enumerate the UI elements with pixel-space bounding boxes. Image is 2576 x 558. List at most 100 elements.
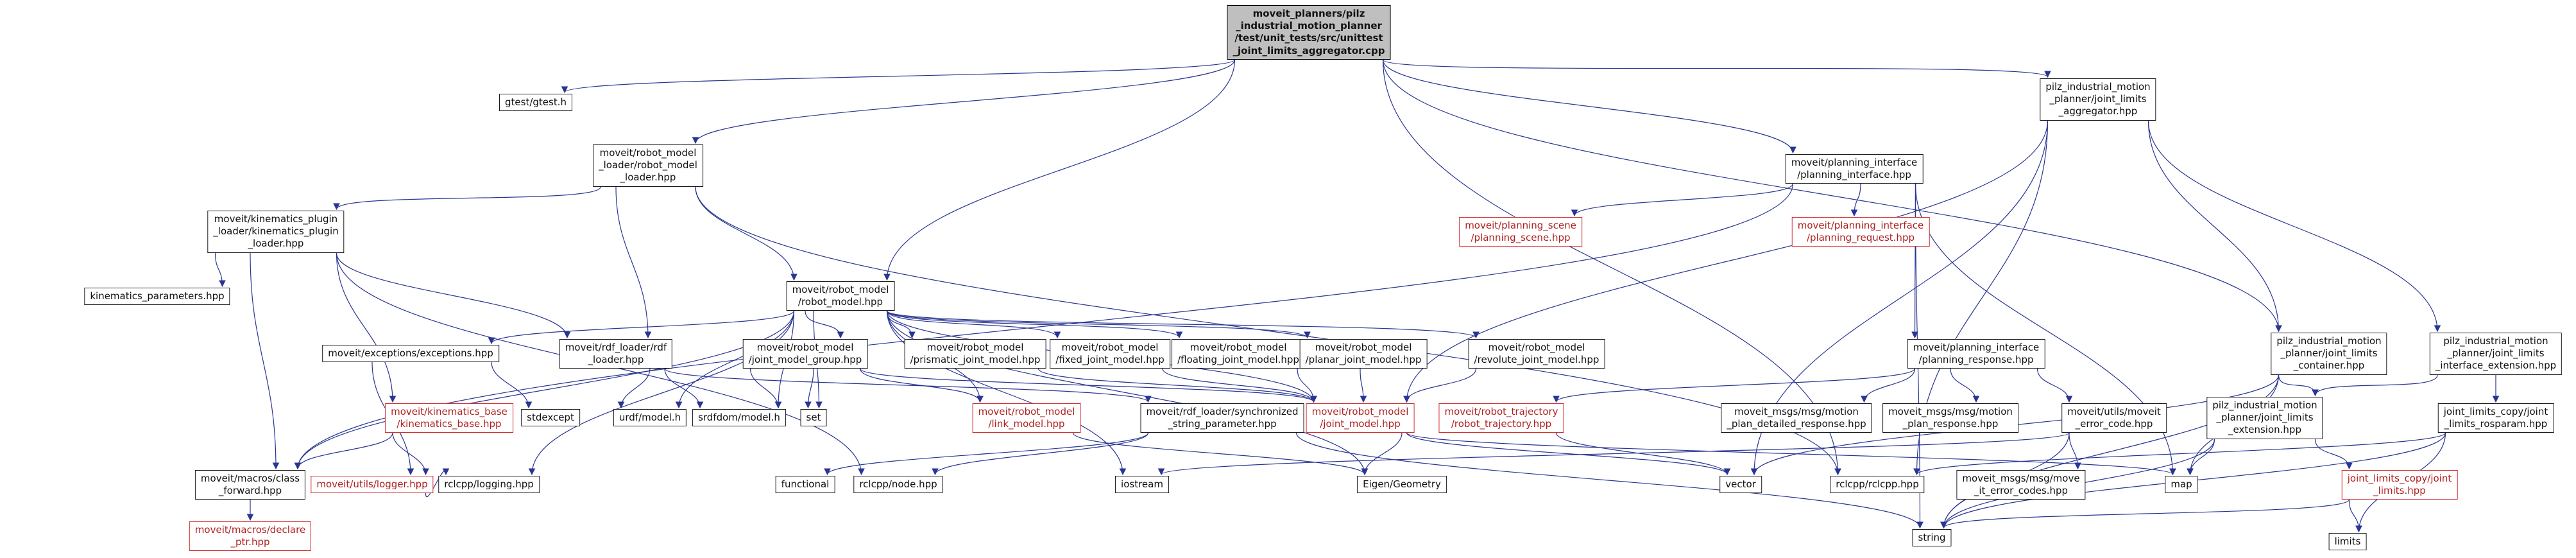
include-node-ps[interactable]: moveit/planning_scene /planning_scene.hp… — [1459, 217, 1582, 247]
include-node-declare[interactable]: moveit/macros/declare _ptr.hpp — [189, 521, 312, 552]
include-edge-mec-miec — [2068, 432, 2081, 470]
include-node-exc[interactable]: moveit/exceptions/exceptions.hpp — [322, 345, 499, 363]
include-node-miec[interactable]: moveit_msgs/msg/move _it_error_codes.hpp — [1956, 470, 2086, 500]
include-node-vector[interactable]: vector — [1719, 476, 1762, 494]
include-edge-kpl-kparam — [214, 252, 226, 288]
include-edge-iext-ext — [2312, 374, 2438, 397]
include-node-jl[interactable]: joint_limits_copy/joint _limits.hpp — [2341, 470, 2458, 500]
include-node-iostream[interactable]: iostream — [1115, 476, 1169, 494]
include-edge-rm-iostream — [886, 310, 1127, 476]
include-edge-fixed-jm — [1162, 368, 1317, 403]
include-edge-root-agg — [1382, 59, 2051, 78]
include-node-prism[interactable]: moveit/robot_model /prismatic_joint_mode… — [904, 339, 1046, 369]
include-edge-root-rm — [883, 59, 1236, 281]
include-edge-root-gtest — [561, 59, 1236, 94]
include-node-root[interactable]: moveit_planners/pilz _industrial_motion_… — [1227, 5, 1391, 60]
include-edge-jmg-jm — [859, 368, 1317, 403]
include-node-string[interactable]: string — [1912, 529, 1952, 547]
include-edge-jl-string — [1940, 499, 2350, 529]
include-edge-ext-map — [2187, 439, 2215, 476]
include-edge-jmg-srdf — [749, 368, 782, 409]
include-node-rclcpp[interactable]: rclcpp/rclcpp.hpp — [1830, 476, 1925, 494]
include-node-agg[interactable]: pilz_industrial_motion _planner/joint_li… — [2040, 78, 2156, 121]
include-edge-cont-ext — [2278, 374, 2319, 397]
include-edge-root-rml — [692, 59, 1236, 144]
include-node-rev[interactable]: moveit/robot_model /revolute_joint_model… — [1468, 339, 1605, 369]
include-edge-rml-kpl — [333, 186, 601, 211]
include-node-jm[interactable]: moveit/robot_model /joint_model.hpp — [1306, 403, 1415, 433]
include-node-mec[interactable]: moveit/utils/moveit _error_code.hpp — [2061, 403, 2167, 433]
include-node-limits[interactable]: limits — [2328, 533, 2367, 551]
include-edge-rm-prism — [886, 310, 916, 339]
include-node-rml[interactable]: moveit/robot_model _loader/robot_model _… — [593, 144, 703, 187]
include-node-set[interactable]: set — [800, 409, 827, 427]
include-node-preq[interactable]: moveit/planning_interface /planning_requ… — [1791, 217, 1930, 247]
include-node-iext[interactable]: pilz_industrial_motion _planner/joint_li… — [2429, 333, 2563, 375]
include-node-stdexcept[interactable]: stdexcept — [521, 409, 580, 427]
include-node-presp[interactable]: moveit/planning_interface /planning_resp… — [1907, 339, 2045, 369]
include-node-map[interactable]: map — [2165, 476, 2198, 494]
include-edge-ext-jl — [2314, 439, 2353, 470]
include-edge-exc-stdexcept — [491, 362, 533, 409]
include-node-pi[interactable]: moveit/planning_interface /planning_inte… — [1785, 154, 1923, 184]
include-node-mpdr[interactable]: moveit_msgs/msg/motion _plan_detailed_re… — [1721, 403, 1872, 433]
include-node-planar[interactable]: moveit/robot_model /planar_joint_model.h… — [1299, 339, 1428, 369]
include-edge-presp-rt — [1553, 368, 1916, 403]
include-node-rm[interactable]: moveit/robot_model /robot_model.hpp — [786, 281, 895, 311]
include-node-kpl[interactable]: moveit/kinematics_plugin _loader/kinemat… — [207, 211, 345, 253]
include-node-lm[interactable]: moveit/robot_model /link_model.hpp — [972, 403, 1081, 433]
include-edge-rm-rev — [886, 310, 1480, 339]
include-edge-kpl-rdf — [336, 252, 571, 339]
include-edge-ssp-node — [932, 432, 1149, 476]
include-edge-presp-mec — [2036, 368, 2073, 403]
include-edge-rdf-urdf — [617, 368, 651, 409]
include-edge-pi-preq — [1850, 183, 1861, 217]
include-node-logger[interactable]: moveit/utils/logger.hpp — [311, 476, 434, 494]
include-edge-kpl-cf — [250, 252, 280, 470]
include-node-rt[interactable]: moveit/robot_trajectory /robot_trajector… — [1438, 403, 1564, 433]
include-edge-prism-jm — [1037, 368, 1317, 403]
include-node-float[interactable]: moveit/robot_model /floating_joint_model… — [1172, 339, 1305, 369]
include-edge-pi-presp — [1911, 183, 1918, 339]
include-edge-presp-mpdr — [1861, 368, 1916, 403]
include-node-functional[interactable]: functional — [775, 476, 835, 494]
include-node-mpr[interactable]: moveit_msgs/msg/motion _plan_response.hp… — [1882, 403, 2018, 433]
include-edge-float-jm — [1297, 368, 1317, 403]
include-edge-ssp-functional — [824, 432, 1149, 476]
include-node-urdf[interactable]: urdf/model.h — [613, 409, 687, 427]
include-edge-rdf-ssp — [664, 368, 1152, 403]
include-edge-rt-vector — [1555, 432, 1731, 476]
include-edge-rm-logging — [528, 310, 795, 476]
include-edge-rm-jmg — [805, 310, 844, 339]
include-node-kb[interactable]: moveit/kinematics_base /kinematics_base.… — [385, 403, 513, 433]
include-node-ssp[interactable]: moveit/rdf_loader/synchronized _string_p… — [1140, 403, 1304, 433]
include-node-fixed[interactable]: moveit/robot_model /fixed_joint_model.hp… — [1050, 339, 1170, 369]
include-edge-root-pi — [1382, 59, 1796, 154]
include-node-eigen[interactable]: Eigen/Geometry — [1357, 476, 1447, 494]
include-node-logging[interactable]: rclcpp/logging.hpp — [438, 476, 540, 494]
include-edge-rm-eigen — [886, 310, 1369, 476]
include-node-node[interactable]: rclcpp/node.hpp — [853, 476, 943, 494]
include-node-cf[interactable]: moveit/macros/class _forward.hpp — [194, 470, 306, 500]
include-edge-rml-rm — [695, 186, 798, 281]
include-edge-agg-cont — [2147, 120, 2282, 333]
include-edge-kb-cf — [294, 432, 393, 470]
include-edge-rm-planar — [886, 310, 1311, 339]
include-edge-mec-iostream — [1158, 432, 2070, 476]
include-edge-rm-fixed — [886, 310, 1061, 339]
include-edge-jm-vector — [1406, 432, 1731, 476]
include-edge-rm-cf — [294, 310, 795, 470]
include-node-rosparam[interactable]: joint_limits_copy/joint _limits_rosparam… — [2437, 403, 2554, 433]
include-node-gtest[interactable]: gtest/gtest.h — [499, 94, 572, 112]
include-edge-rm-float — [886, 310, 1183, 339]
include-node-kparam[interactable]: kinematics_parameters.hpp — [84, 288, 230, 306]
include-node-rdf[interactable]: moveit/rdf_loader/rdf _loader.hpp — [559, 339, 673, 369]
include-edge-jmg-lm — [859, 368, 984, 403]
include-edge-kb-logger — [392, 432, 429, 476]
include-node-srdf[interactable]: srdfdom/model.h — [692, 409, 786, 427]
include-node-ext[interactable]: pilz_industrial_motion _planner/joint_li… — [2206, 397, 2323, 439]
include-node-cont[interactable]: pilz_industrial_motion _planner/joint_li… — [2271, 333, 2387, 375]
include-node-jmg[interactable]: moveit/robot_model /joint_model_group.hp… — [742, 339, 868, 369]
